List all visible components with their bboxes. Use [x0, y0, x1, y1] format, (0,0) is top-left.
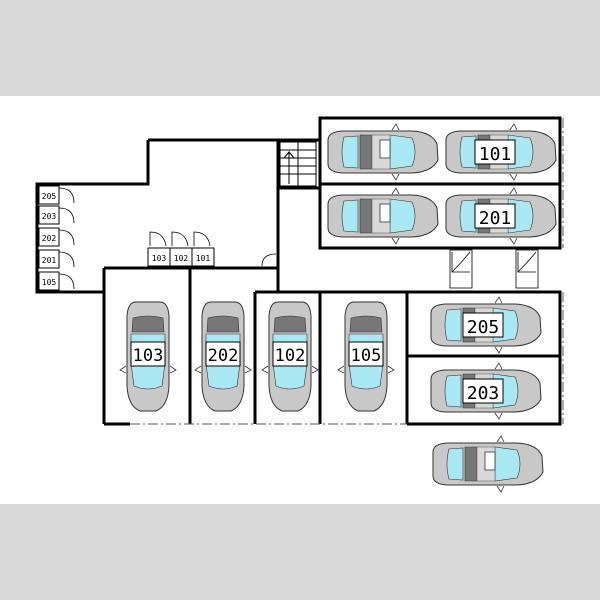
parking-space-unlabeled-top: [327, 123, 439, 181]
parking-space-visitor: [432, 435, 544, 493]
space-number: 102: [275, 346, 306, 366]
parking-space-102: 102: [261, 301, 319, 412]
parking-space-105: 105: [337, 301, 395, 412]
door-swings-right: [449, 249, 539, 289]
bike-label: 102: [174, 254, 189, 263]
space-number: 103: [133, 346, 164, 366]
locker-label: 202: [42, 234, 57, 243]
locker-105: 105: [38, 271, 75, 291]
bike-storage: 103 102 101: [147, 231, 215, 267]
space-number: 101: [479, 144, 512, 165]
space-number: 202: [208, 346, 239, 366]
locker-205: 205: [38, 185, 75, 205]
staircase: [279, 141, 317, 187]
locker-201: 201: [38, 249, 75, 269]
locker-label: 201: [42, 256, 57, 265]
parking-space-103: 103: [119, 301, 177, 412]
parking-space-unlabeled-mid: [327, 187, 439, 245]
building-walls: [35, 116, 562, 426]
bike-label: 103: [152, 254, 167, 263]
space-number: 105: [351, 346, 382, 366]
parking-floor-plan: 205 203 202 201 105 103 102: [35, 116, 564, 493]
parking-space-201: 201: [445, 187, 557, 245]
locker-stack: 205 203 202 201 105: [38, 185, 75, 291]
parking-space-205: 205: [430, 296, 542, 354]
locker-label: 205: [42, 192, 57, 201]
locker-203: 203: [38, 205, 75, 225]
locker-202: 202: [38, 227, 75, 247]
parking-space-101: 101: [445, 123, 557, 181]
door-swing: [261, 253, 277, 267]
space-number: 201: [479, 208, 512, 229]
floor-plan-area: 205 203 202 201 105 103 102: [0, 96, 600, 504]
locker-label: 105: [42, 278, 57, 287]
parking-space-202: 202: [194, 301, 252, 412]
locker-label: 203: [42, 212, 57, 221]
space-number: 203: [467, 383, 500, 404]
bike-label: 101: [196, 254, 211, 263]
parking-space-203: 203: [430, 362, 542, 420]
space-number: 205: [467, 317, 500, 338]
